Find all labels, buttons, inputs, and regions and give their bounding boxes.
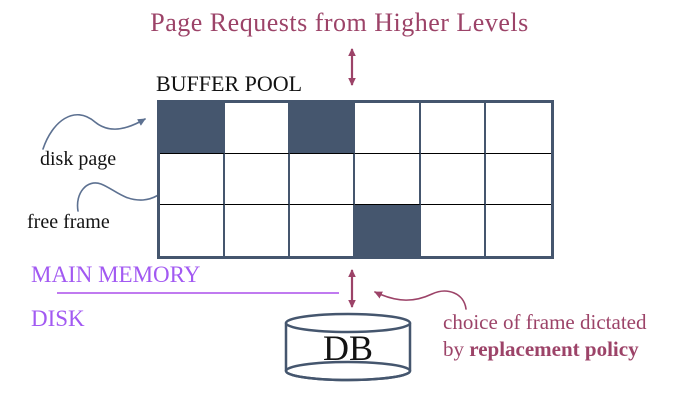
buffer-pool-cell-r2-c2-free	[290, 205, 356, 256]
buffer-pool-cell-r1-c0-free	[160, 154, 226, 205]
disk-page-arrow-icon	[42, 113, 146, 150]
buffer-pool-cell-r2-c3-occupied	[355, 205, 421, 256]
buffer-pool-cell-r0-c2-occupied	[290, 103, 356, 154]
buffer-pool-cell-r1-c1-free	[225, 154, 291, 205]
buffer-pool-cell-r1-c2-free	[290, 154, 356, 205]
buffer-pool-cell-r0-c0-occupied	[160, 103, 226, 154]
replacement-policy-arrow-icon	[374, 290, 467, 310]
note-line2-prefix: by	[443, 337, 470, 361]
buffer-pool-cell-r1-c4-free	[420, 154, 486, 205]
memory-disk-divider	[57, 292, 339, 294]
buffer-pool-grid	[157, 100, 554, 259]
buffer-pool-cell-r0-c3-free	[355, 103, 421, 154]
buffer-pool-label: BUFFER POOL	[156, 71, 303, 96]
buffer-pool-cell-r0-c5-free	[485, 103, 551, 154]
disk-page-label: disk page	[40, 148, 117, 170]
buffer-pool-cell-r2-c1-free	[225, 205, 291, 256]
disk-label: DISK	[31, 306, 85, 331]
free-frame-arrow-icon	[76, 182, 169, 212]
buffer-pool-cell-r0-c1-free	[225, 103, 291, 154]
buffer-pool-cell-r1-c3-free	[355, 154, 421, 205]
buffer-pool-cell-r1-c5-free	[485, 154, 551, 205]
db-label: DB	[322, 328, 373, 368]
note-replacement-policy: replacement policy	[469, 337, 639, 361]
buffer-pool-cell-r2-c4-free	[421, 205, 486, 256]
buffer-pool-cell-r2-c5-free	[486, 205, 551, 256]
buffer-pool-cell-r0-c4-free	[420, 103, 486, 154]
note-line1: choice of frame dictated	[443, 310, 647, 334]
main-memory-label: MAIN MEMORY	[31, 262, 201, 287]
buffer-pool-cell-r2-c0-free	[160, 205, 226, 256]
page-title: Page Requests from Higher Levels	[150, 8, 529, 37]
replacement-policy-note: choice of frame dictated by replacement …	[443, 309, 646, 363]
free-frame-label: free frame	[27, 211, 110, 233]
